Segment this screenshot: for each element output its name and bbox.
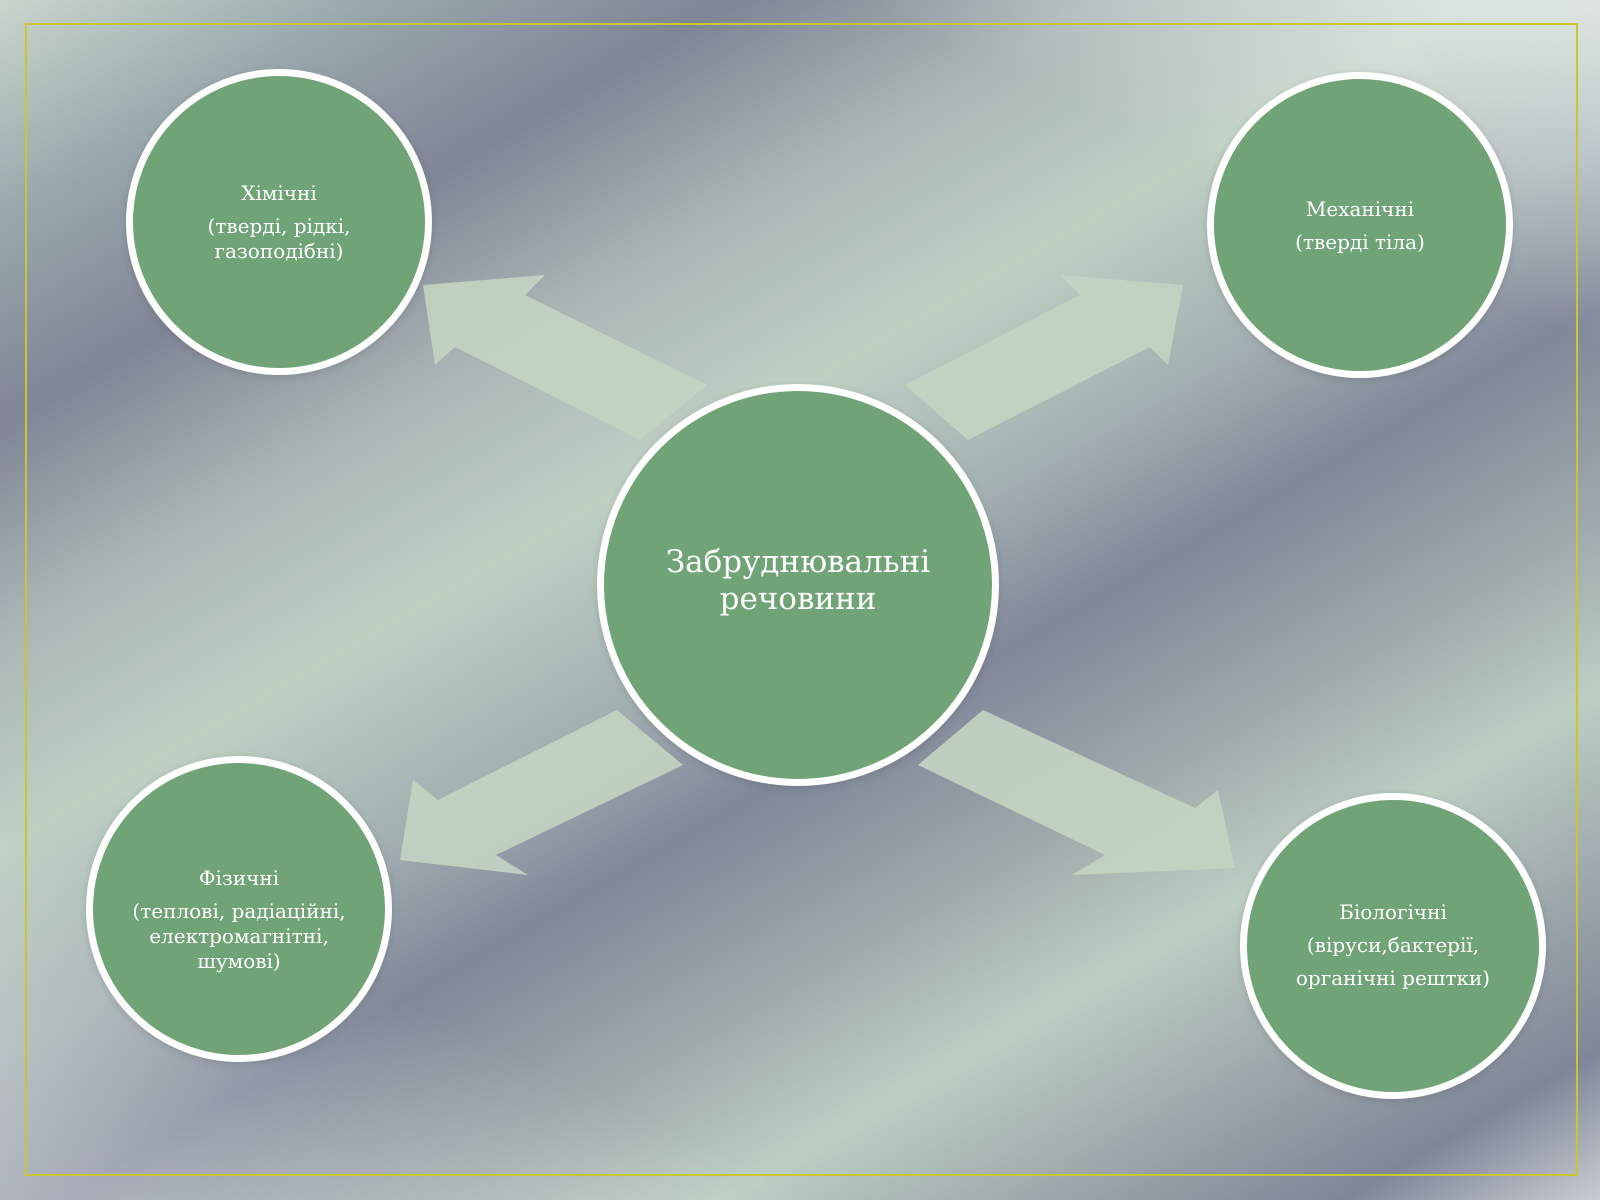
arrow-to-biological [918,710,1235,875]
node-biological: Біологічні (віруси,бактерії, органічні р… [1240,793,1546,1099]
node-biological-detail-1: (віруси,бактерії, [1306,933,1480,957]
node-mechanical-detail-1: (тверді тіла) [1295,230,1425,254]
node-physical: Фізичні (теплові, радіаційні, електромаг… [86,756,392,1062]
arrow-to-mechanical [905,275,1183,440]
arrow-to-physical [400,710,683,875]
node-center: Забруднювальні речовини [597,384,999,786]
node-physical-detail-1: (теплові, радіаційні, [132,899,346,923]
node-mechanical-name: Механічні [1305,197,1415,221]
node-chemical: Хімічні (тверді, рідкі, газоподібні) [126,69,432,375]
center-title: Забруднювальні речовини [665,544,931,617]
slide-frame [25,23,1578,1176]
node-biological-detail-2: органічні рештки) [1295,966,1491,990]
node-mechanical: Механічні (тверді тіла) [1207,72,1513,378]
node-chemical-detail-2: газоподібні) [214,239,344,263]
arrow-to-chemical [423,275,707,440]
node-physical-detail-3: шумові) [197,949,281,973]
node-physical-name: Фізичні [198,866,280,890]
node-physical-detail-2: електромагнітні, [149,924,329,948]
node-chemical-detail-1: (тверді, рідкі, [207,214,351,238]
node-chemical-name: Хімічні [241,181,317,205]
node-biological-name: Біологічні [1339,900,1447,924]
